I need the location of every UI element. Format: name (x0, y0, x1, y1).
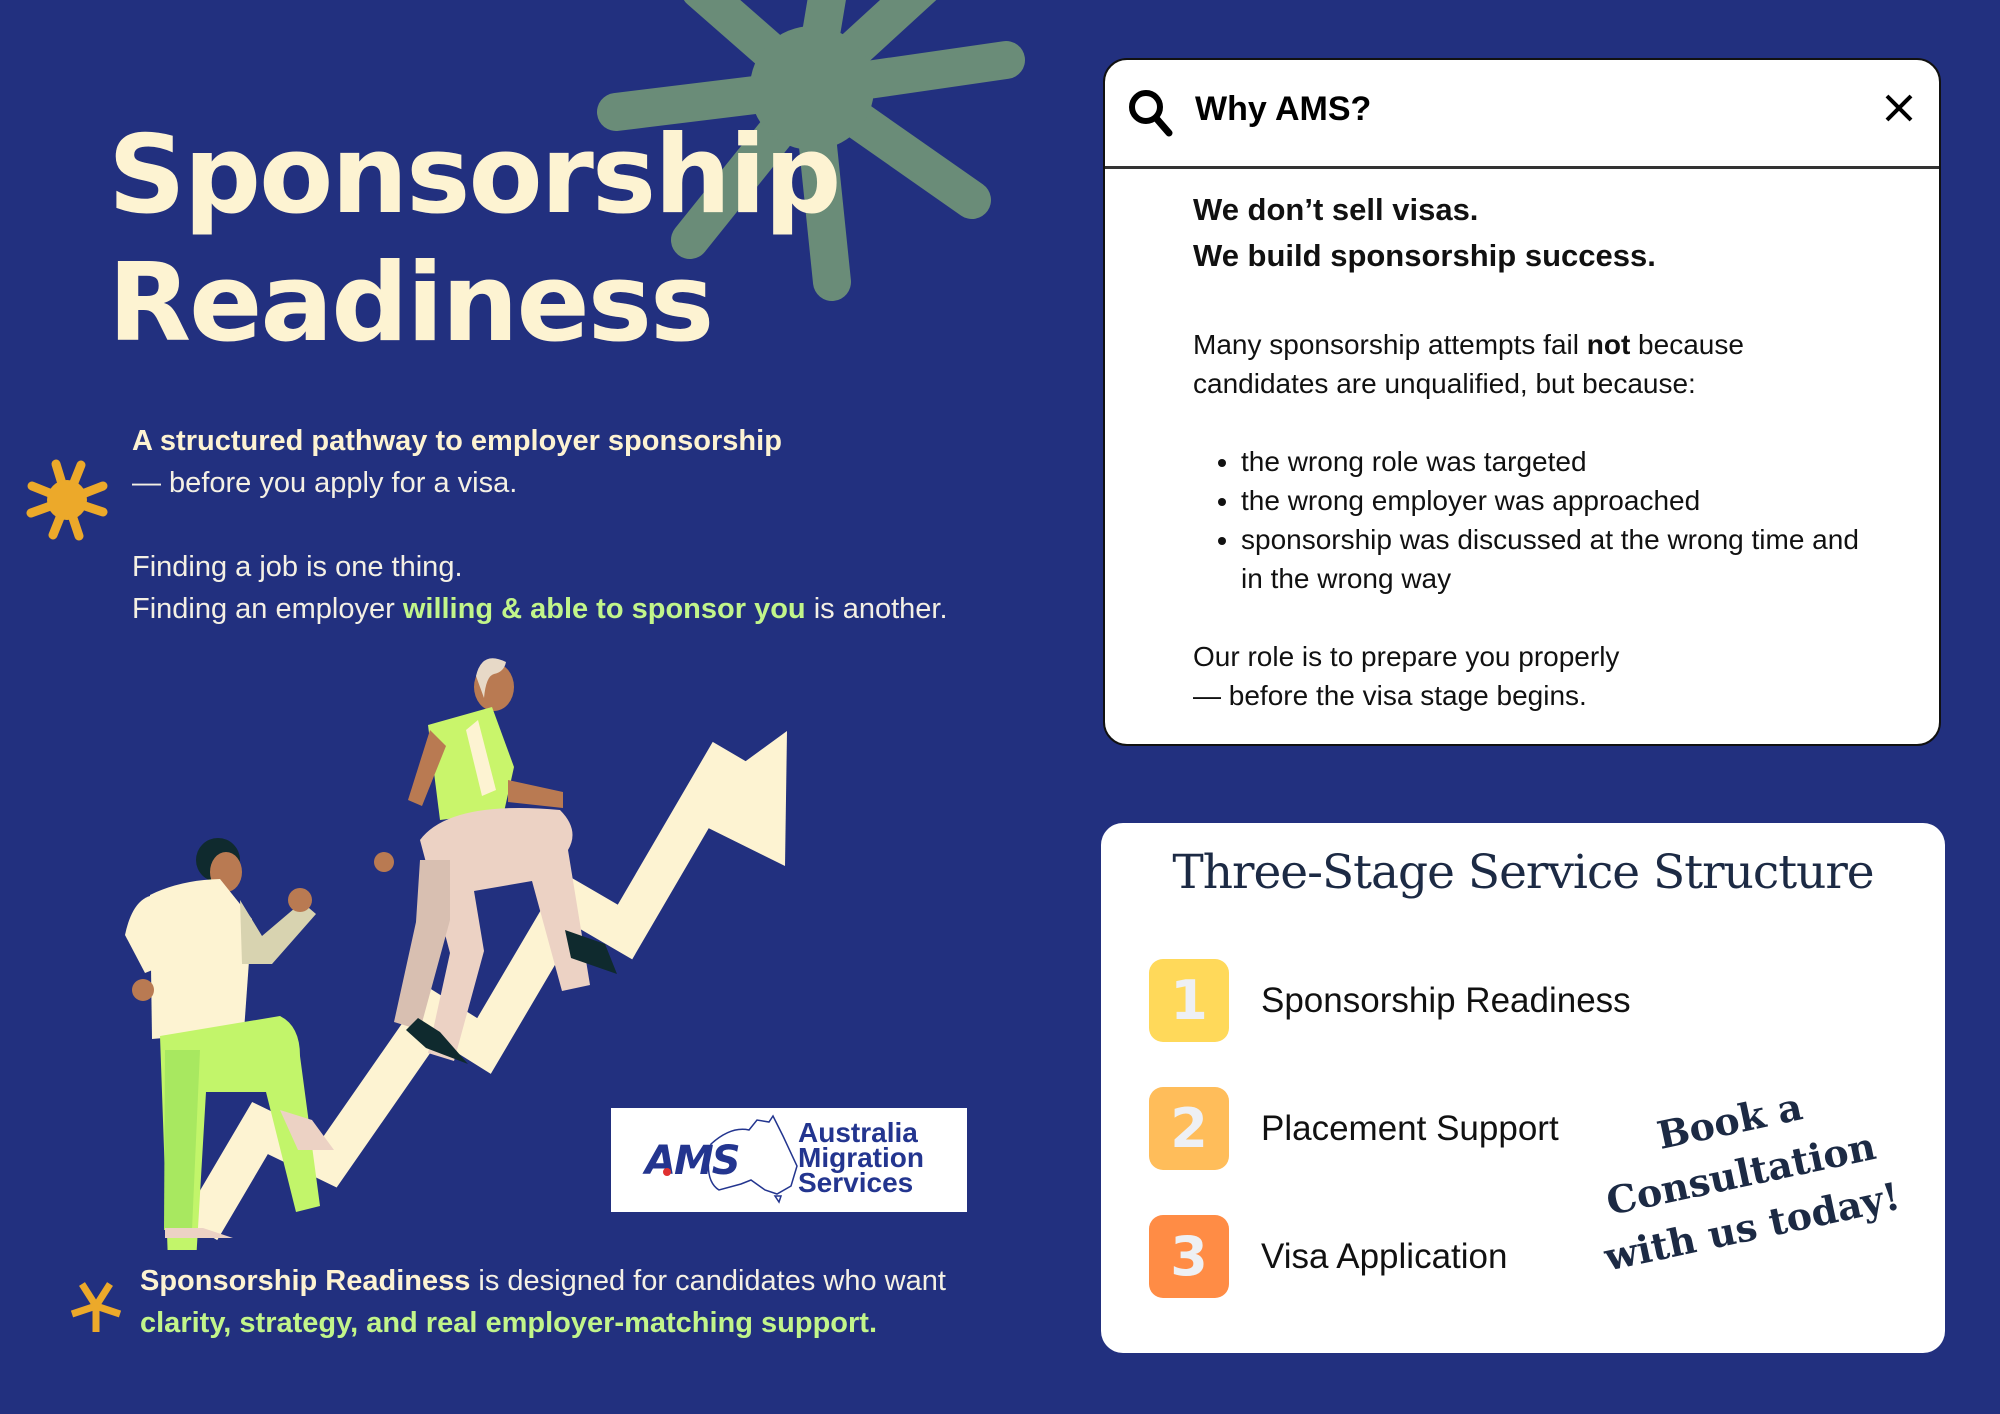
stage-item-1: 1 Sponsorship Readiness (1149, 959, 1631, 1042)
why-ams-body: We don’t sell visas. We build sponsorshi… (1105, 169, 1939, 715)
stage-badge-1: 1 (1149, 959, 1229, 1042)
stage-badge-2: 2 (1149, 1087, 1229, 1170)
closing-line-1: Our role is to prepare you properly (1193, 641, 1620, 672)
why-ams-card: Why AMS? We don’t sell visas. We build s… (1103, 58, 1941, 746)
stage-item-2: 2 Placement Support (1149, 1087, 1559, 1170)
why-ams-title: Why AMS? (1195, 90, 1372, 128)
tagline: A structured pathway to employer sponsor… (132, 425, 782, 457)
book-consultation-cta[interactable]: Book a Consultation with us today! (1600, 1083, 1904, 1280)
person-climbing-front (125, 838, 334, 1250)
person-climbing-back (374, 658, 617, 1064)
starburst-decoration-icon (597, 0, 1025, 301)
intro-text: A structured pathway to employer sponsor… (132, 420, 948, 630)
search-icon[interactable] (1127, 88, 1175, 138)
page-title: Sponsorship Readiness (108, 112, 841, 368)
tagline-subtext: — before you apply for a visa. (132, 467, 518, 499)
red-star-icon (663, 1168, 671, 1176)
stage-label: Placement Support (1261, 1108, 1559, 1148)
asterisk-icon (70, 1282, 122, 1332)
lead-line-1: We don’t sell visas. (1193, 192, 1479, 227)
highlight-text: willing & able to sponsor you (402, 593, 806, 625)
reason-intro-line-2: candidates are unqualified, but because: (1193, 368, 1696, 399)
list-item: the wrong employer was approached (1241, 481, 1881, 520)
list-item: sponsorship was discussed at the wrong t… (1241, 520, 1881, 598)
stage-item-3: 3 Visa Application (1149, 1215, 1507, 1298)
logo-abbreviation: AMS (645, 1138, 741, 1184)
list-item: the wrong role was targeted (1241, 442, 1881, 481)
australia-map-icon (707, 1114, 798, 1204)
stage-badge-3: 3 (1149, 1215, 1229, 1298)
stage-label: Visa Application (1261, 1236, 1508, 1276)
intro-line-2: Finding an employer willing & able to sp… (132, 593, 948, 625)
lead-line-2: We build sponsorship success. (1193, 238, 1656, 273)
reasons-list: the wrong role was targeted the wrong em… (1193, 442, 1881, 598)
footer-text: Sponsorship Readiness is designed for ca… (140, 1260, 946, 1344)
three-stage-card: Three-Stage Service Structure 1 Sponsors… (1101, 823, 1945, 1353)
climbing-arrow-illustration (125, 658, 787, 1250)
close-icon[interactable] (1881, 90, 1917, 126)
footer-highlight: clarity, strategy, and real employer-mat… (140, 1307, 878, 1339)
closing-line-2: — before the visa stage begins. (1193, 680, 1587, 711)
three-stage-title: Three-Stage Service Structure (1172, 845, 1874, 900)
sun-icon (26, 459, 108, 541)
title-line-1: Sponsorship (108, 113, 841, 238)
intro-line-1: Finding a job is one thing. (132, 551, 463, 583)
stage-label: Sponsorship Readiness (1261, 980, 1631, 1020)
logo-company-name: Australia Migration Services (798, 1117, 924, 1198)
ams-logo: AMS Australia Migration Services (611, 1108, 967, 1212)
why-ams-header: Why AMS? (1105, 60, 1939, 169)
reason-intro-line-1: Many sponsorship attempts fail not becau… (1193, 329, 1744, 360)
title-line-2: Readiness (108, 241, 714, 366)
